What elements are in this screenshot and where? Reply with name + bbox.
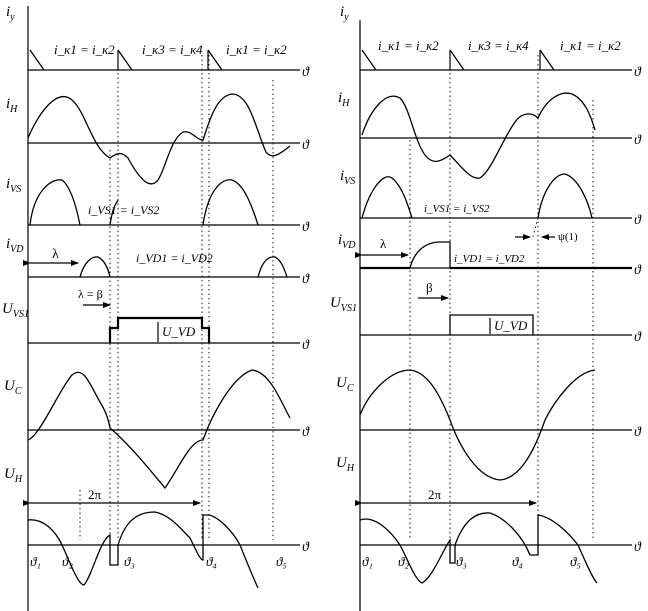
left-panel: iy iH iVS iVD UVS1 UC UH ϑ ϑ ϑ ϑ ϑ ϑ ϑ i… — [2, 4, 310, 611]
right-theta2-label: ϑ₂ — [398, 554, 409, 569]
right-ivs-extension — [531, 217, 539, 241]
left-ivs-equal-label: i_VS1 = i_VS2 — [88, 203, 159, 217]
right-uvs1-label: UVS1 — [330, 295, 357, 314]
right-iy-waveform — [361, 49, 555, 71]
right-ivd-equal-label: i_VD1 = i_VD2 — [454, 253, 525, 265]
right-theta3-label: ϑ₃ — [456, 554, 467, 569]
left-theta-axis-label: ϑ — [302, 338, 310, 353]
left-uh-waveform — [27, 511, 259, 589]
left-control-label: i_к3 = i_к4 — [142, 42, 203, 57]
left-lambda-label: λ — [52, 247, 59, 262]
right-uc-waveform — [359, 369, 596, 481]
left-theta1-label: ϑ₁ — [30, 554, 41, 569]
left-theta-axis-label: ϑ — [302, 220, 310, 235]
right-theta-axis-label: ϑ — [634, 263, 642, 278]
left-iy-waveform — [29, 49, 223, 71]
right-theta4-label: ϑ₄ — [512, 554, 523, 569]
left-theta-axis-label: ϑ — [302, 138, 310, 153]
left-control-label: i_к1 = i_к2 — [226, 42, 287, 57]
right-ih-waveform — [361, 92, 596, 179]
right-ivs-waveform — [361, 173, 593, 219]
right-theta5-label: ϑ₅ — [570, 554, 581, 569]
left-theta2-label: ϑ₂ — [62, 554, 73, 569]
right-theta-axis-label: ϑ — [634, 425, 642, 440]
left-ih-waveform — [27, 93, 291, 185]
left-ivd-waveform — [79, 256, 288, 278]
right-theta-axis-label: ϑ — [634, 213, 642, 228]
right-theta1-label: ϑ₁ — [362, 554, 373, 569]
right-ivs-equal-label: i_VS1 = i_VS2 — [424, 203, 490, 215]
right-ivs-label: iVS — [340, 168, 355, 187]
right-uc-label: UC — [336, 375, 354, 394]
left-uh-label: UH — [4, 466, 23, 485]
left-control-label: i_к1 = i_к2 — [54, 42, 115, 57]
left-uvs1-waveform — [108, 316, 211, 343]
left-ih-label: iH — [6, 96, 18, 115]
left-theta5-label: ϑ₅ — [276, 554, 287, 569]
left-ivd-label: iVD — [6, 236, 24, 255]
right-beta-label: β — [426, 280, 433, 295]
left-uc-waveform — [27, 369, 291, 490]
left-theta-axis-label: ϑ — [302, 272, 310, 287]
right-theta-axis-label: ϑ — [634, 133, 642, 148]
left-theta-axis-label: ϑ — [302, 540, 310, 555]
left-ivs-label: iVS — [6, 176, 21, 195]
right-uh-label: UH — [336, 455, 355, 474]
right-uh-waveform — [359, 512, 598, 584]
right-control-label: i_к3 = i_к4 — [468, 38, 529, 53]
left-theta3-label: ϑ₃ — [124, 554, 135, 569]
left-iy-label: iy — [6, 4, 15, 23]
right-theta-axis-label: ϑ — [634, 540, 642, 555]
right-uvd-label: U_VD — [494, 318, 528, 333]
left-lambda-beta-label: λ = β — [78, 287, 103, 301]
right-control-label: i_к1 = i_к2 — [560, 38, 621, 53]
left-ivs-waveform — [29, 179, 259, 226]
left-ivd-equal-label: i_VD1 = i_VD2 — [136, 251, 213, 265]
left-uvs1-label: UVS1 — [2, 301, 29, 320]
left-theta4-label: ϑ₄ — [206, 554, 217, 569]
left-two-pi-label: 2π — [88, 487, 102, 502]
right-theta-axis-label: ϑ — [634, 65, 642, 80]
right-uvs1-waveform — [449, 314, 534, 335]
right-iy-label: iy — [340, 4, 349, 23]
left-theta-axis-label: ϑ — [302, 425, 310, 440]
right-ivd-label: iVD — [338, 232, 356, 251]
left-uvd-label: U_VD — [162, 324, 196, 339]
right-psi-label: ψ(1) — [558, 231, 578, 243]
right-two-pi-label: 2π — [428, 487, 442, 502]
right-lambda-label: λ — [380, 236, 387, 251]
right-control-label: i_к1 = i_к2 — [378, 38, 439, 53]
right-ih-label: iH — [338, 90, 350, 109]
right-ivd-pulse — [409, 241, 451, 269]
right-theta-axis-label: ϑ — [634, 330, 642, 345]
left-uc-label: UC — [4, 378, 22, 397]
left-theta-axis-label: ϑ — [302, 65, 310, 80]
right-panel: iy iH iVS iVD UVS1 UC UH ϑ ϑ ϑ ϑ ϑ ϑ ϑ i… — [330, 4, 642, 611]
